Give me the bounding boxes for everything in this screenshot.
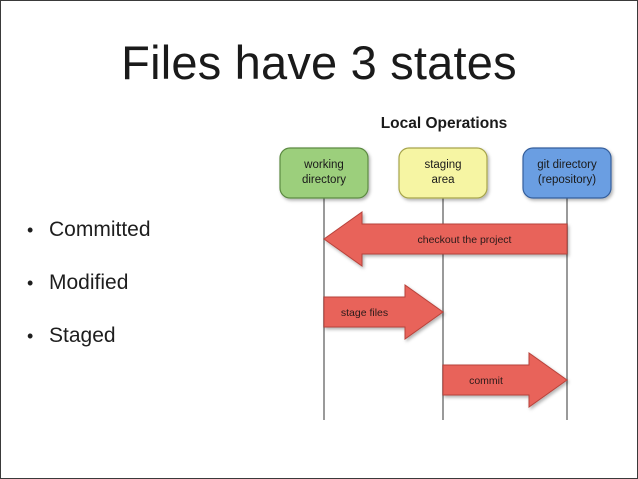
node-2: git directory (repository) (522, 147, 612, 199)
bullet-text: Committed (49, 218, 151, 241)
node-1: staging area (398, 147, 488, 199)
arrow-shape (323, 284, 444, 340)
node-label: area (431, 174, 455, 186)
arrow-label: stage files (341, 307, 388, 319)
diagram-arrows: checkout the project stage files commit (323, 211, 568, 408)
arrow-1: stage files (323, 284, 444, 340)
arrow-shape (323, 211, 568, 267)
bullet-text: Staged (49, 324, 116, 347)
node-box (279, 147, 369, 199)
node-label: staging (424, 159, 461, 171)
arrow-0: checkout the project (323, 211, 568, 267)
diagram-nodes: working directory staging area git directory… (279, 147, 612, 199)
bullet-dot-icon: • (27, 273, 34, 293)
slide-title: Files have 3 states (121, 36, 517, 89)
arrow-shape (442, 352, 568, 408)
bullet-item-modified: • Modified (27, 264, 151, 317)
node-label: git directory (537, 159, 597, 171)
node-label: working (303, 159, 344, 171)
bullet-dot-icon: • (27, 326, 34, 346)
diagram-heading: Local Operations (381, 115, 508, 132)
bullet-dot-icon: • (27, 220, 34, 240)
arrow-label: commit (469, 375, 503, 387)
arrow-2: commit (442, 352, 568, 408)
bullet-item-committed: • Committed (27, 211, 151, 264)
node-box (522, 147, 612, 199)
node-label: directory (302, 174, 346, 186)
bullet-list: • Committed • Modified • Staged (27, 211, 151, 370)
node-box (398, 147, 488, 199)
node-label: (repository) (538, 174, 596, 186)
node-0: working directory (279, 147, 369, 199)
arrow-label: checkout the project (418, 234, 512, 246)
bullet-item-staged: • Staged (27, 317, 151, 370)
bullet-text: Modified (49, 271, 129, 294)
